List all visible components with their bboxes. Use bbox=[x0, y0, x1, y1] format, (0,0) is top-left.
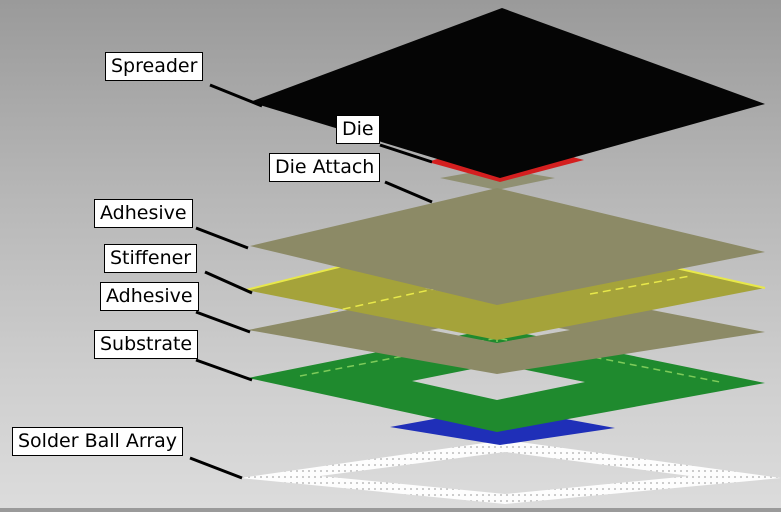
adhesive-bottom-layer bbox=[248, 280, 765, 374]
solder-ball-array-layer bbox=[240, 440, 781, 504]
leader-lines bbox=[189, 83, 433, 480]
adhesive-top-leader bbox=[195, 226, 249, 250]
die-leader bbox=[379, 143, 433, 164]
substrate-leader bbox=[195, 358, 253, 382]
label-adhesive-top: Adhesive bbox=[94, 199, 193, 228]
label-substrate: Substrate bbox=[94, 330, 199, 359]
spreader-leader bbox=[209, 83, 263, 108]
adhesive-bottom-leader bbox=[195, 310, 251, 334]
label-die: Die bbox=[336, 115, 380, 144]
label-spreader: Spreader bbox=[105, 52, 204, 81]
label-die-attach: Die Attach bbox=[269, 153, 381, 182]
label-solder-ball-array: Solder Ball Array bbox=[12, 427, 184, 456]
label-adhesive-bottom: Adhesive bbox=[100, 282, 199, 311]
adhesive-top-layer bbox=[250, 188, 765, 305]
substrate-layer bbox=[248, 328, 765, 432]
solder-ball-array-leader bbox=[189, 456, 243, 480]
label-stiffener: Stiffener bbox=[104, 244, 198, 273]
stiffener-leader bbox=[204, 270, 253, 295]
die-attach-leader bbox=[384, 180, 433, 204]
stiffener-layer bbox=[246, 228, 765, 340]
